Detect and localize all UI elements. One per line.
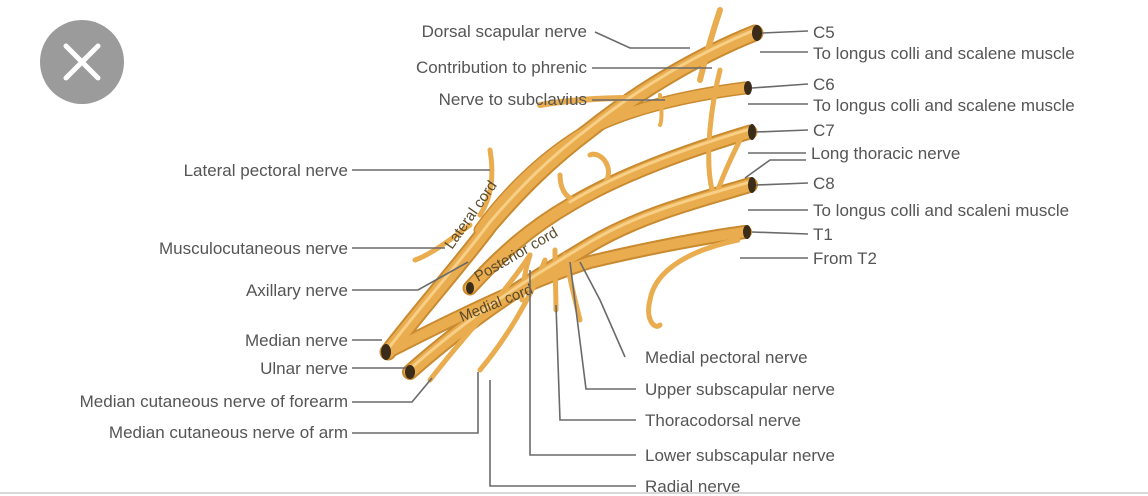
cord-label-medial: Medial cord [457, 281, 535, 326]
label-median-cutaneous-nerve-arm: Median cutaneous nerve of arm [109, 423, 348, 442]
cord-label-posterior: Posterior cord [472, 224, 561, 285]
label-musculocutaneous-nerve: Musculocutaneous nerve [159, 239, 348, 258]
label-c5: C5 [813, 23, 835, 42]
label-c6: C6 [813, 75, 835, 94]
label-from-t2: From T2 [813, 249, 877, 268]
label-c8-branch: To longus colli and scaleni muscle [813, 201, 1069, 220]
label-c5-branch: To longus colli and scalene muscle [813, 44, 1075, 63]
label-lower-subscapular-nerve: Lower subscapular nerve [645, 446, 835, 465]
label-c7: C7 [813, 121, 835, 140]
cord-label-lateral: Lateral cord [441, 178, 500, 253]
label-axillary-nerve: Axillary nerve [246, 281, 348, 300]
label-contribution-to-phrenic: Contribution to phrenic [416, 58, 588, 77]
label-nerve-to-subclavius: Nerve to subclavius [439, 90, 587, 109]
label-t1: T1 [813, 225, 833, 244]
bottom-divider [0, 492, 1148, 494]
label-median-cutaneous-nerve-forearm: Median cutaneous nerve of forearm [80, 392, 348, 411]
label-median-nerve: Median nerve [245, 331, 348, 350]
label-c8: C8 [813, 174, 835, 193]
label-upper-subscapular-nerve: Upper subscapular nerve [645, 380, 835, 399]
label-ulnar-nerve: Ulnar nerve [260, 359, 348, 378]
nerve-trunks [381, 10, 762, 380]
label-c6-branch: To longus colli and scalene muscle [813, 96, 1075, 115]
label-dorsal-scapular-nerve: Dorsal scapular nerve [422, 22, 587, 41]
nerve-cut-ends [381, 25, 762, 379]
label-medial-pectoral-nerve: Medial pectoral nerve [645, 348, 808, 367]
label-long-thoracic-nerve: Long thoracic nerve [811, 144, 960, 163]
close-button[interactable] [40, 20, 124, 104]
label-thoracodorsal-nerve: Thoracodorsal nerve [645, 411, 801, 430]
leader-lines [352, 31, 808, 486]
label-lateral-pectoral-nerve: Lateral pectoral nerve [184, 161, 348, 180]
close-icon [40, 20, 124, 104]
